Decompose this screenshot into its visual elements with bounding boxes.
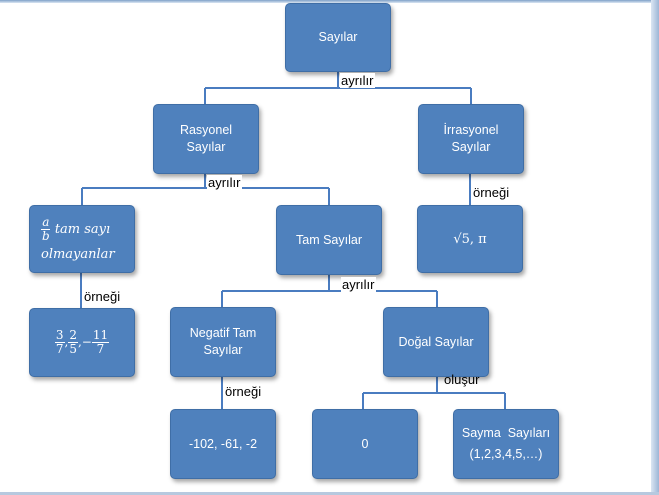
window-right-edge <box>651 0 659 495</box>
edge-label-ornegi-2: örneği <box>83 289 122 304</box>
node-rasyonel: Rasyonel Sayılar <box>153 104 259 174</box>
node-irrasyonel-line2: Sayılar <box>451 140 491 154</box>
connector-rasyonel-split <box>81 174 330 205</box>
node-irr-example: √5, π <box>417 205 523 273</box>
example-frac-2: 2 5 <box>68 329 78 356</box>
node-sayilar: Sayılar <box>285 3 391 72</box>
example-frac-3: 11 7 <box>91 328 110 356</box>
window-top-edge <box>0 0 659 3</box>
neg-example-text: -102, -61, -2 <box>188 436 258 451</box>
node-sayma-line1: Sayma Sayıları <box>461 426 551 440</box>
frac1-den: 7 <box>55 342 64 356</box>
node-dogal-label: Doğal Sayılar <box>398 334 474 349</box>
node-tam-sayilar-label: Tam Sayılar <box>296 232 362 247</box>
connector-tam-split <box>221 275 438 307</box>
node-dogal: Doğal Sayılar <box>383 307 489 377</box>
node-sayilar-label: Sayılar <box>318 30 358 44</box>
sep-1: , <box>64 335 69 349</box>
node-irrasyonel-line1: İrrasyonel <box>443 123 499 137</box>
frac3-den: 7 <box>96 342 105 356</box>
frac2-den: 5 <box>69 342 77 356</box>
frac3-num: 11 <box>91 328 110 343</box>
connector-sayilar-split <box>204 72 472 104</box>
rational-examples-expr: 3 7 , 2 5 , − 11 7 <box>54 328 110 356</box>
node-irrasyonel: İrrasyonel Sayılar <box>418 104 524 174</box>
node-negatif-line1: Negatif Tam <box>189 326 257 340</box>
ab-numerator: a <box>41 214 51 230</box>
sep-2: , <box>77 335 82 349</box>
edge-label-ayrilir-1: ayrılır <box>340 73 375 88</box>
edge-label-olusur: oluşur <box>444 372 480 387</box>
ab-denominator: b <box>42 228 50 243</box>
zero-text: 0 <box>361 436 369 451</box>
node-neg-example: -102, -61, -2 <box>170 409 276 479</box>
node-sayma-line2: (1,2,3,4,5,…) <box>469 447 543 461</box>
ab-line1: a b tam sayı <box>41 214 115 243</box>
node-rational-examples: 3 7 , 2 5 , − 11 7 <box>29 308 135 377</box>
frac1-num: 3 <box>54 328 65 343</box>
node-ab-tam-sayi-olmayanlar: a b tam sayı olmayanlar <box>29 205 135 273</box>
ab-fraction: a b <box>41 214 51 243</box>
node-tam-sayilar: Tam Sayılar <box>276 205 382 275</box>
connector-dogal-split <box>362 377 506 409</box>
edge-label-ornegi-3: örneği <box>224 384 263 399</box>
node-rasyonel-line1: Rasyonel <box>179 123 233 137</box>
neg-sign: − <box>81 335 92 349</box>
edge-label-ayrilir-3: ayrılır <box>341 277 376 292</box>
node-negatif: Negatif Tam Sayılar <box>170 307 276 377</box>
window-bottom-edge <box>0 492 659 495</box>
edge-label-ayrilir-2: ayrılır <box>207 175 242 190</box>
node-sayma: Sayma Sayıları (1,2,3,4,5,…) <box>453 409 559 479</box>
node-rasyonel-line2: Sayılar <box>186 140 226 154</box>
node-negatif-line2: Sayılar <box>203 343 243 357</box>
ab-line2: olmayanlar <box>41 246 115 262</box>
irr-example-text: √5, π <box>453 231 487 247</box>
ab-tam-sayi-text: tam sayı <box>54 221 111 237</box>
node-zero: 0 <box>312 409 418 479</box>
example-frac-1: 3 7 <box>54 328 65 356</box>
edge-label-ornegi-1: örneği <box>472 185 511 200</box>
frac2-num: 2 <box>68 328 78 343</box>
